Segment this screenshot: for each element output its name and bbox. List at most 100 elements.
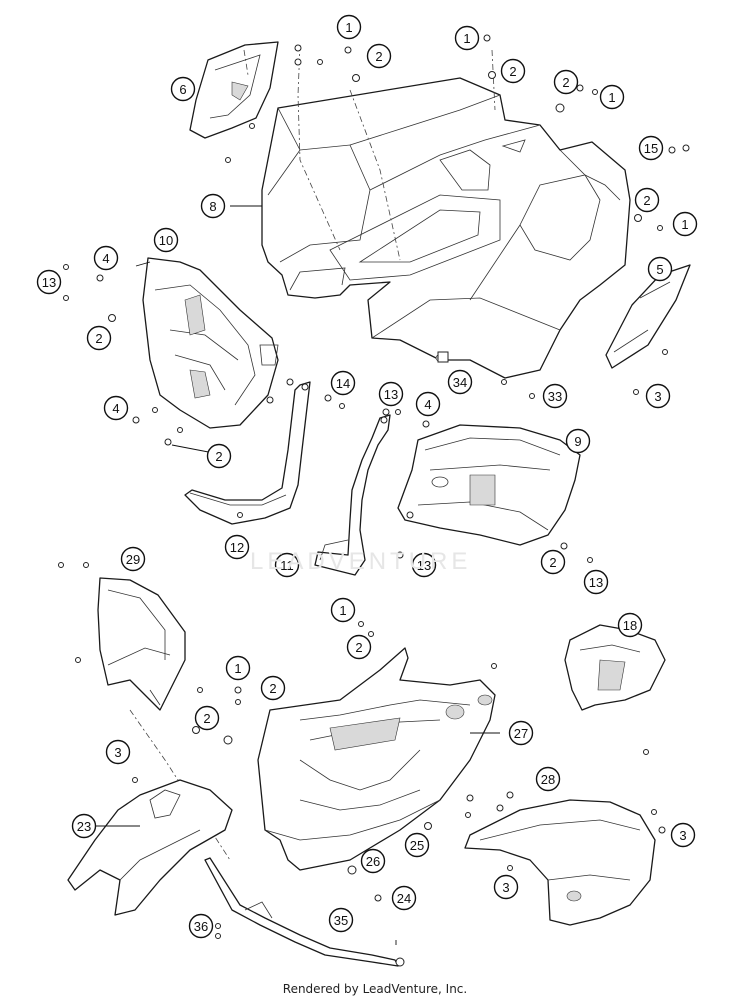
callout-number: 24 <box>397 891 411 906</box>
callout-number: 2 <box>355 640 362 655</box>
callout-27: 27 <box>508 720 534 746</box>
callout-number: 12 <box>230 540 244 555</box>
callout-number: 35 <box>334 913 348 928</box>
part-9-right-shroud <box>397 424 581 546</box>
callout-number: 29 <box>126 552 140 567</box>
callout-number: 13 <box>589 575 603 590</box>
callout-number: 9 <box>574 434 581 449</box>
callout-circle <box>634 187 660 213</box>
callout-circle <box>454 25 480 51</box>
callout-10: 10 <box>153 227 179 253</box>
callout-circle <box>71 813 97 839</box>
callout-circle <box>330 370 356 396</box>
callout-1: 1 <box>330 597 356 623</box>
callout-number: 1 <box>681 217 688 232</box>
callout-number: 26 <box>366 854 380 869</box>
callout-4: 4 <box>103 395 129 421</box>
callout-number: 23 <box>77 819 91 834</box>
callout-number: 2 <box>549 555 556 570</box>
callout-circle <box>672 211 698 237</box>
callout-number: 18 <box>623 618 637 633</box>
callout-number: 3 <box>654 389 661 404</box>
callout-number: 2 <box>509 64 516 79</box>
callout-1: 1 <box>454 25 480 51</box>
callout-circle <box>415 391 441 417</box>
callout-13: 13 <box>411 552 437 578</box>
callout-3: 3 <box>105 739 131 765</box>
callout-number: 14 <box>336 376 350 391</box>
callout-number: 2 <box>95 331 102 346</box>
callout-circle <box>391 885 417 911</box>
callout-15: 15 <box>638 135 664 161</box>
callout-2: 2 <box>194 705 220 731</box>
callout-circle <box>336 14 362 40</box>
part-18-rear-cover <box>564 624 666 711</box>
callout-circle <box>170 76 196 102</box>
callout-circle <box>188 913 214 939</box>
callout-circle <box>194 705 220 731</box>
callout-circle <box>540 549 566 575</box>
callout-circle <box>330 597 356 623</box>
callout-number: 1 <box>608 90 615 105</box>
callout-25: 25 <box>404 832 430 858</box>
callout-circle <box>200 193 226 219</box>
callout-number: 5 <box>656 262 663 277</box>
callout-number: 10 <box>159 233 173 248</box>
callout-circle <box>120 546 146 572</box>
callout-circle <box>645 383 671 409</box>
part-11-right-bracket <box>314 414 391 576</box>
callout-number: 6 <box>179 82 186 97</box>
callout-6: 6 <box>170 76 196 102</box>
callout-13: 13 <box>378 381 404 407</box>
callout-number: 8 <box>209 199 216 214</box>
callout-circle <box>153 227 179 253</box>
callout-number: 4 <box>424 397 431 412</box>
callout-2: 2 <box>500 58 526 84</box>
callout-2: 2 <box>366 43 392 69</box>
callout-number: 1 <box>234 661 241 676</box>
callout-circle <box>599 84 625 110</box>
callout-circle <box>493 874 519 900</box>
callout-circle <box>535 766 561 792</box>
callout-3: 3 <box>670 822 696 848</box>
callout-4: 4 <box>415 391 441 417</box>
callout-circle <box>378 381 404 407</box>
callout-circle <box>583 569 609 595</box>
callout-circle <box>542 383 568 409</box>
callout-number: 13 <box>384 387 398 402</box>
callout-circle <box>565 428 591 454</box>
callout-number: 2 <box>562 75 569 90</box>
rendered-by-credit: Rendered by LeadVenture, Inc. <box>282 982 468 996</box>
callout-circle <box>224 534 250 560</box>
callout-number: 2 <box>215 449 222 464</box>
callout-circle <box>411 552 437 578</box>
callout-number: 25 <box>410 838 424 853</box>
callout-circle <box>86 325 112 351</box>
callout-number: 3 <box>114 745 121 760</box>
callout-9: 9 <box>565 428 591 454</box>
callout-number: 2 <box>375 49 382 64</box>
part-27-rear-fender <box>257 647 496 871</box>
callout-number: 28 <box>541 772 555 787</box>
callout-33: 33 <box>542 383 568 409</box>
callout-circle <box>103 395 129 421</box>
callout-36: 36 <box>188 913 214 939</box>
callout-circle <box>105 739 131 765</box>
callout-number: 4 <box>112 401 119 416</box>
callout-circle <box>93 245 119 271</box>
callout-circle <box>366 43 392 69</box>
callout-circle <box>500 58 526 84</box>
callout-12: 12 <box>224 534 250 560</box>
callout-1: 1 <box>599 84 625 110</box>
callout-2: 2 <box>634 187 660 213</box>
callout-circle <box>36 269 62 295</box>
callout-2: 2 <box>206 443 232 469</box>
callout-11: 11 <box>274 552 300 578</box>
callout-34: 34 <box>447 369 473 395</box>
callout-circle <box>274 552 300 578</box>
callout-1: 1 <box>225 655 251 681</box>
callout-number: 33 <box>548 389 562 404</box>
callout-circle <box>508 720 534 746</box>
